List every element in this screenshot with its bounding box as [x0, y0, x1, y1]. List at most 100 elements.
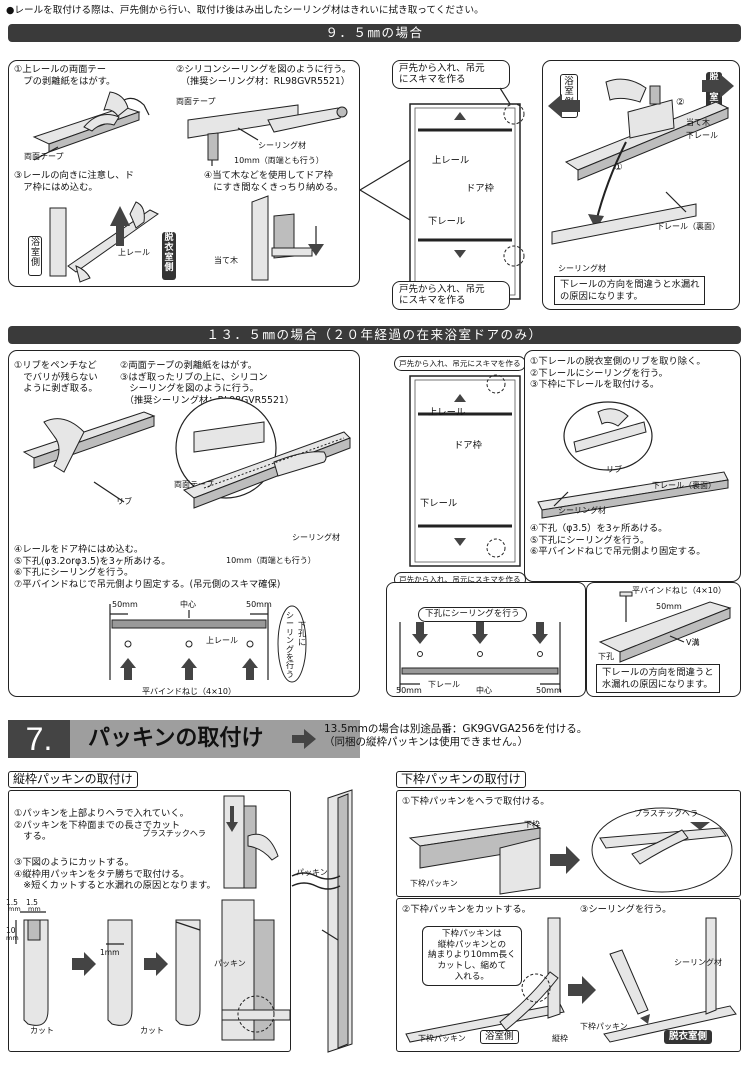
- section-title-9-5mm: ９．５㎜の場合: [8, 24, 741, 42]
- heading-bottom-packing: 下枠パッキンの取付け: [396, 771, 526, 788]
- steps-2-3-13-5: ②両面テープの剥離紙をはがす。 ③はぎ取ったリブの上に、シリコン シーリングを図…: [120, 360, 294, 406]
- label-sealant-bottom: シーリング材: [674, 958, 722, 967]
- dim-mm-a: mm: [8, 905, 21, 913]
- label-screw-bottom: 平バインドねじ（4×10）: [632, 586, 726, 595]
- label-tape-a: 両面テープ: [24, 152, 64, 161]
- step-1-13-5: ①リブをペンチなど でバリが残らない ように剥ぎ取る。: [14, 360, 98, 395]
- label-block-9-5: 当て木: [214, 256, 238, 265]
- illustration-lower-rail-install: [548, 74, 734, 245]
- label-screw-13-5: 平バインドねじ（4×10）: [142, 687, 236, 696]
- steps-4-6-right-13-5: ④下孔（φ3.5）を3ヶ所あける。 ⑤下孔にシーリングを行う。 ⑥平バインドねじ…: [530, 523, 706, 558]
- door-frame-diagram-9-5: [359, 87, 525, 300]
- note-seal-holes-b: 下 孔 に: [298, 621, 306, 647]
- door-frame-label-9-5: ドア枠: [466, 183, 494, 194]
- door-lower-label-13-5: 下レール: [420, 498, 458, 509]
- label-sealant-right: シーリング材: [558, 264, 606, 273]
- badge-bath-side-bottom: 浴室側: [480, 1030, 519, 1045]
- dim-50-right-bottom: 50mm: [536, 686, 562, 695]
- dim-mm-b: mm: [28, 905, 41, 913]
- label-rib-13-5: リブ: [116, 497, 132, 506]
- diagram-cut-packing: [15, 911, 201, 1026]
- door-frame-diagram-13-5: [409, 374, 521, 567]
- dim-10: 10: [6, 926, 16, 935]
- label-10mm-9-5: 10mm（両端とも行う）: [234, 156, 324, 165]
- dim-1mm: 1mm: [100, 948, 120, 957]
- warning-direction-13-5: 下レールの方向を間違うと 水漏れの原因になります。: [596, 664, 720, 694]
- steps-4-7-13-5: ④レールをドア枠にはめ込む。 ⑤下孔(φ3.2orφ3.5)を3ヶ所あける。 ⑥…: [14, 544, 281, 590]
- label-sealant-right-13-5: シーリング材: [558, 506, 606, 515]
- label-sealant-13-5: シーリング材: [292, 533, 340, 542]
- label-upper-rail-diagram: 上レール: [206, 636, 238, 645]
- door-tag-top-13-5: 戸先から入れ、吊元にスキマを作る: [394, 356, 526, 372]
- section-title-13-5mm: １３．５㎜の場合（２０年経過の在来浴室ドアのみ）: [8, 326, 741, 344]
- label-sealant-9-5: シーリング材: [258, 141, 306, 150]
- illustration-vgroove: [598, 591, 732, 663]
- dim-50-right-13-5: 50mm: [246, 600, 272, 609]
- illustration-peel-tape: [32, 91, 150, 161]
- label-plastic-spatula-v: プラスチックヘラ: [142, 829, 206, 838]
- label-bottom-packing-2: 下枠パッキン: [418, 1034, 466, 1043]
- label-plastic-spatula-b: プラスチックヘラ: [634, 809, 698, 818]
- diagram-upper-rail-holes: [109, 604, 307, 683]
- illustration-spatula-vertical: [223, 795, 279, 889]
- label-tape-b: 両面テープ: [176, 97, 216, 106]
- badge-dressing-side-bottom: 脱衣室側: [664, 1030, 713, 1045]
- illustration-vertical-packing-tall: [291, 789, 353, 1053]
- vertical-steps-3-4: ③下図のようにカットする。 ④縦枠用パッキンをタテ勝ちで取付ける。 ※短くカット…: [14, 857, 216, 892]
- section7-title: パッキンの取付け: [88, 726, 264, 751]
- bottom-step-3: ③シーリングを行う。: [580, 904, 672, 915]
- label-vertical-frame: 縦枠: [552, 1034, 568, 1043]
- label-circle-1: ①: [614, 162, 623, 173]
- illustration-fit-rail: [49, 201, 159, 283]
- label-lower-back-13-5: 下レール（裏面）: [652, 481, 716, 490]
- warning-direction-9-5: 下レールの方向を間違うと水漏れ の原因になります。: [554, 276, 706, 306]
- label-circle-2: ②: [676, 97, 685, 108]
- door-lower-label-9-5: 下レール: [428, 216, 466, 227]
- section7-number: 7.: [8, 720, 70, 758]
- pill-seal-holes: 下孔にシーリングを行う: [418, 607, 527, 622]
- step-2: ②シリコンシーリングを図のように行う。 （推奨シーリング材：RL98GVR552…: [176, 64, 352, 87]
- dim-center-13-5: 中心: [180, 600, 196, 609]
- label-packing-tall: パッキン: [296, 868, 328, 877]
- vertical-steps-1-2: ①パッキンを上部よりヘラで入れていく。 ②パッキンを下枠面までの長さでカット す…: [14, 808, 189, 843]
- label-v-groove: V溝: [686, 638, 700, 647]
- diagram-lower-rail-holes: [399, 622, 561, 692]
- label-lower-rail-back: 下レール（裏面）: [656, 222, 720, 231]
- label-bottom-frame: 下枠: [524, 820, 540, 829]
- illustration-tap-block: [251, 195, 324, 281]
- dim-50-left-bottom: 50mm: [396, 686, 422, 695]
- dim-1-5-b: 1.5: [26, 898, 38, 907]
- step-1: ①上レールの両面テー プの剥離紙をはがす。: [14, 64, 116, 87]
- label-upper-rail-9-5: 上レール: [118, 248, 150, 257]
- section7-note: 13.5mmの場合は別途品番：GK9GVGA256を付ける。 （同梱の縦枠パッキ…: [324, 723, 588, 749]
- label-packing-v: パッキン: [214, 959, 246, 968]
- label-cut-a: カット: [30, 1026, 54, 1035]
- steps-box-13-5mm: [8, 350, 360, 697]
- label-bottom-packing-3: 下枠パッキン: [580, 1022, 628, 1031]
- label-lower-rail-bottom: 下レール: [428, 680, 460, 689]
- dim-10-mm: mm: [6, 934, 19, 942]
- arrow-right-icon: [292, 729, 316, 749]
- door-upper-label-9-5: 上レール: [432, 155, 470, 166]
- illustration-lower-rail-rib: [537, 401, 729, 519]
- badge-bath-side: 浴 室 側: [28, 236, 42, 276]
- lower-rail-panel-13-5: [524, 350, 741, 582]
- dim-1-5-a: 1.5: [6, 898, 18, 907]
- step-4: ④当て木などを使用してドア枠 にすき間なくきっちり納める。: [204, 170, 344, 193]
- bottom-step-1: ①下枠パッキンをヘラで取付ける。: [402, 796, 550, 807]
- illustration-packing-corner: [221, 899, 291, 1041]
- label-pilot-hole: 下孔: [598, 652, 614, 661]
- steps-1-3-right-13-5: ①下レールの脱衣室側のリブを取り除く。 ②下レールにシーリングを行う。 ③下枠に…: [530, 356, 706, 391]
- label-tape-13-5: 両面テープ: [174, 480, 214, 489]
- dim-50-left-13-5: 50mm: [112, 600, 138, 609]
- door-frame-label-13-5: ドア枠: [454, 440, 482, 451]
- bottom-step-2: ②下枠パッキンをカットする。: [402, 904, 531, 915]
- illustration-bottom-packing-spatula: [408, 807, 733, 895]
- label-block-right: 当て木: [686, 118, 710, 127]
- step-3: ③レールの向きに注意し、ド ア枠にはめ込む。: [14, 170, 134, 193]
- label-bottom-packing-1: 下枠パッキン: [410, 879, 458, 888]
- illustration-sealing: [187, 104, 348, 166]
- heading-vertical-packing: 縦枠パッキンの取付け: [8, 771, 138, 788]
- badge-dressing-side: 脱 衣 室 側: [162, 232, 176, 280]
- label-10mm-13-5: 10mm（両端とも行う）: [226, 556, 316, 565]
